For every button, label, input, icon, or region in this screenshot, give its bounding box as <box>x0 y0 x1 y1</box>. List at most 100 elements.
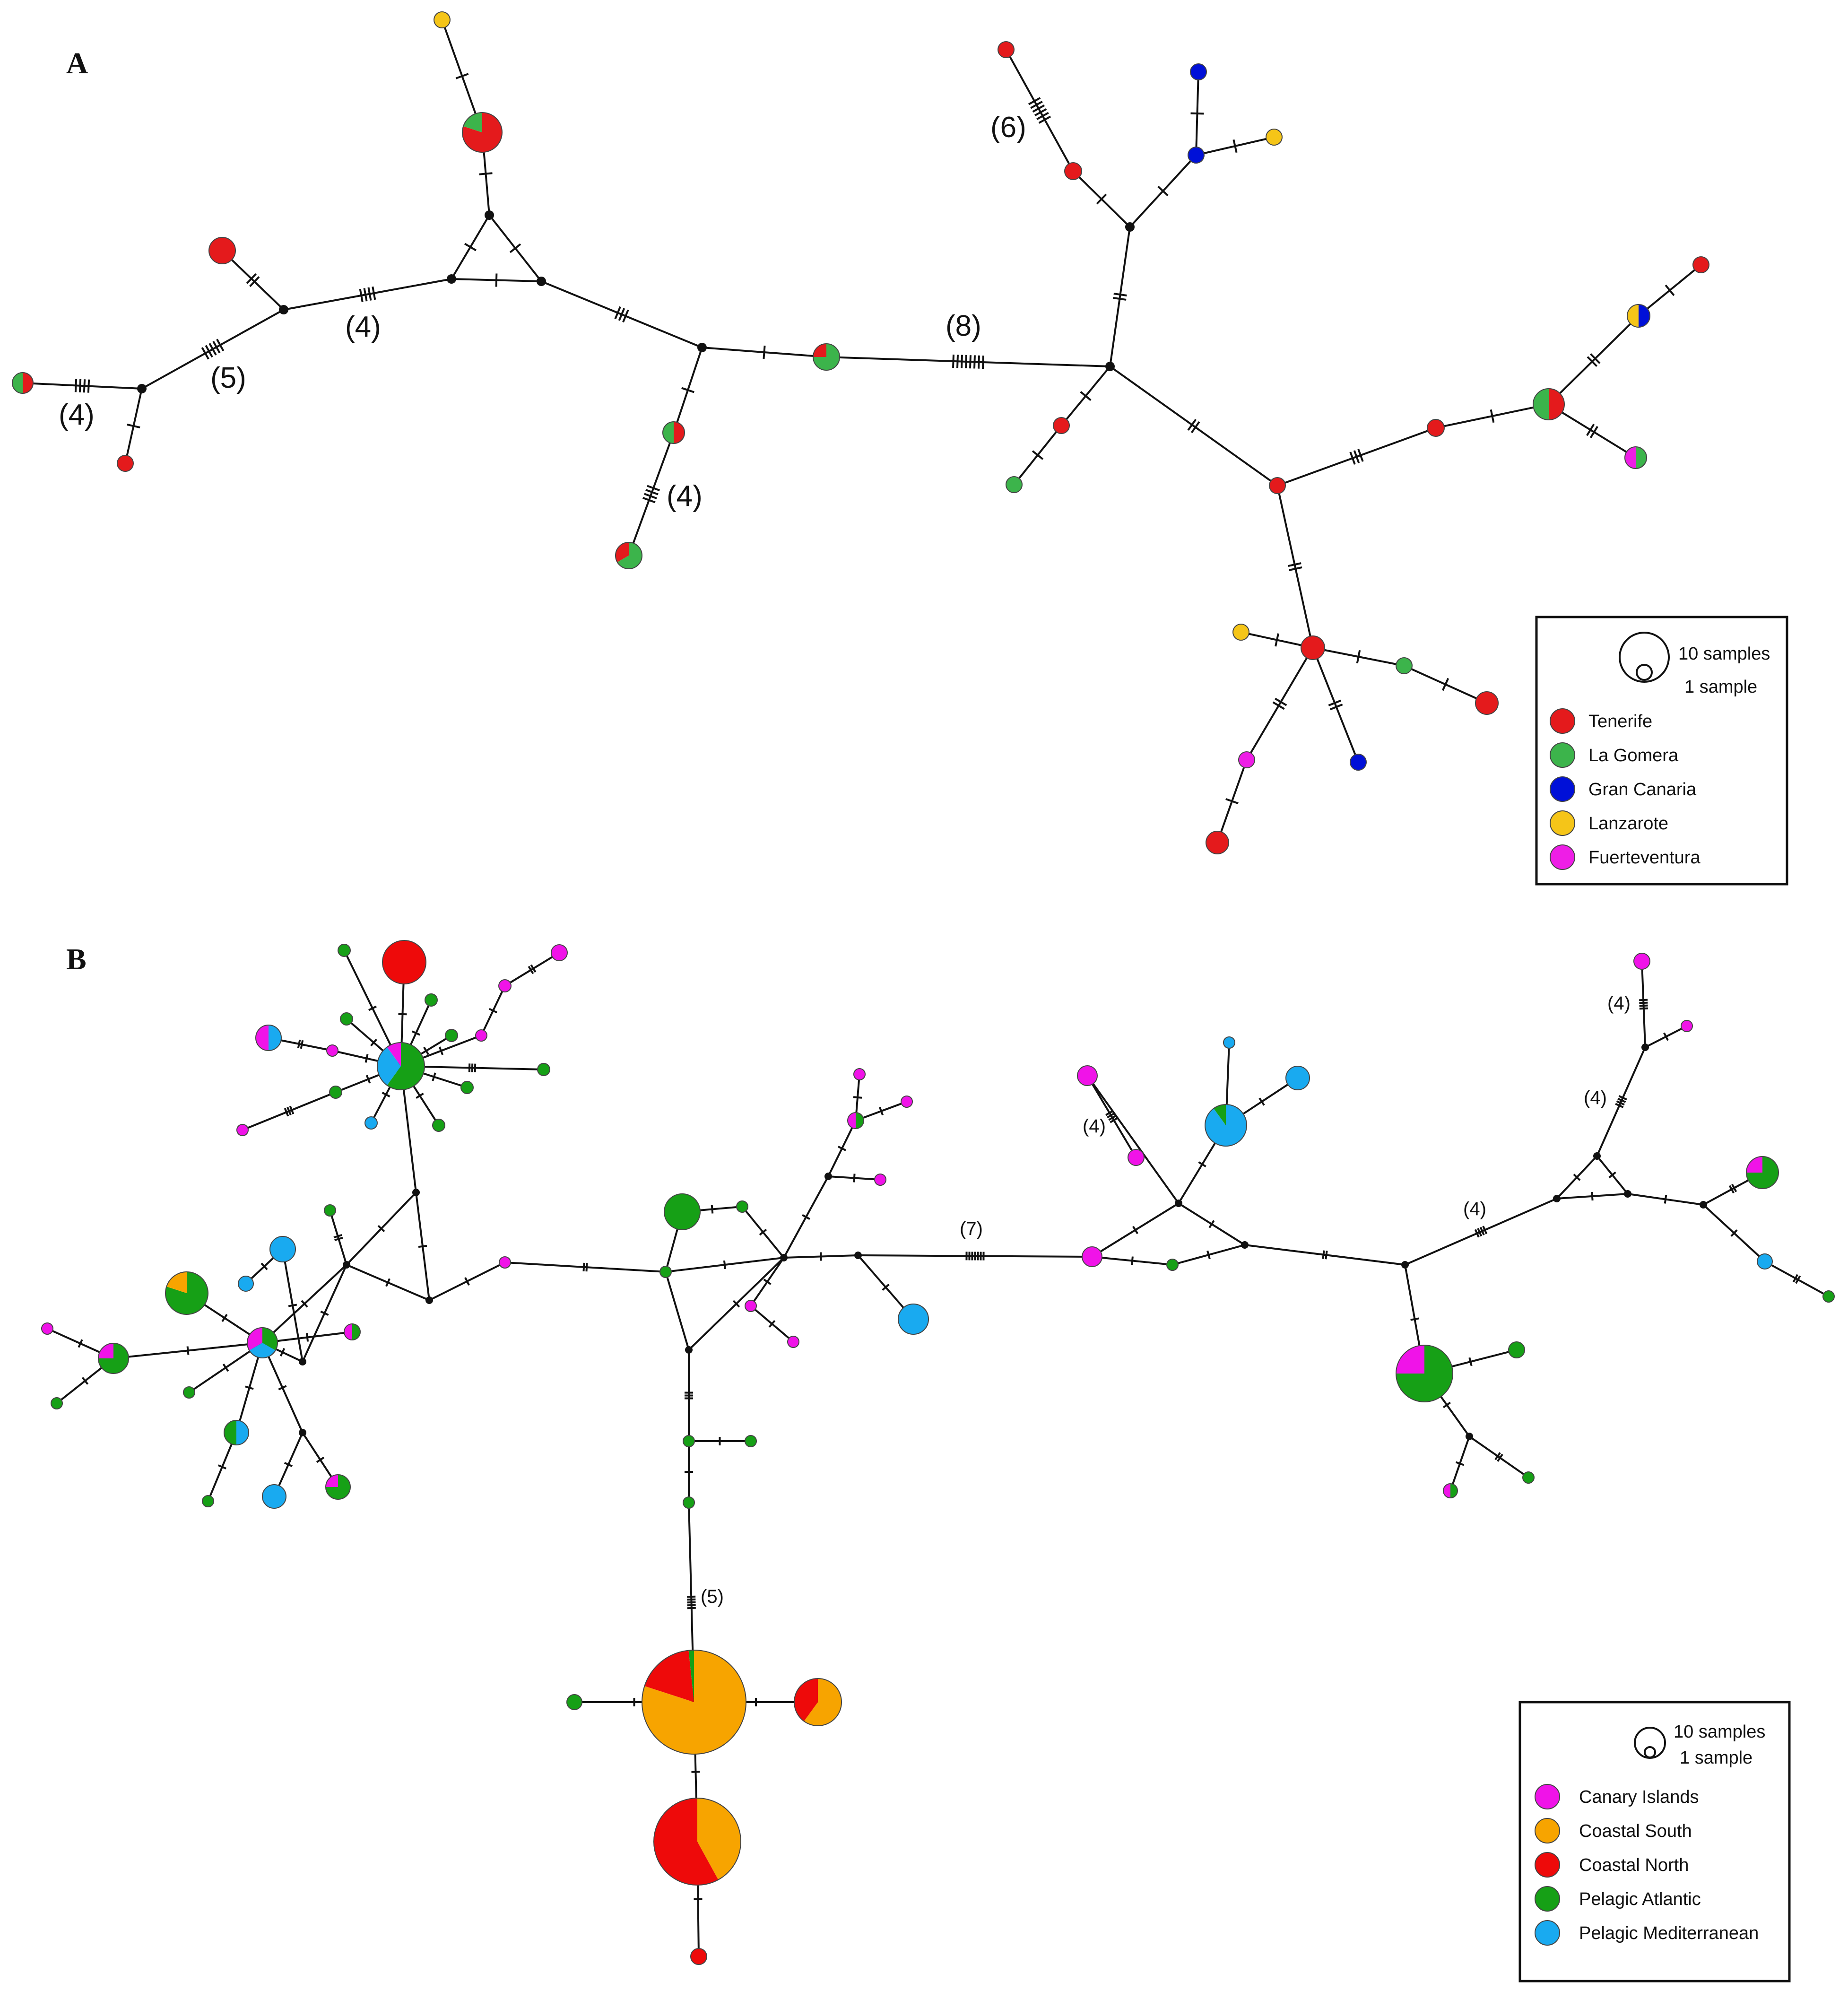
network-edge <box>1596 1047 1646 1157</box>
mutation-tick <box>368 1005 377 1011</box>
haplotype-node <box>1627 304 1650 328</box>
haplotype-node <box>1077 1065 1098 1086</box>
panel-b-label: B <box>66 942 87 976</box>
mutation-tick <box>1589 426 1598 438</box>
network-edge <box>504 952 560 987</box>
median-vector <box>447 274 456 284</box>
mutation-tick <box>763 345 766 359</box>
network-edge <box>22 382 142 390</box>
network-edge <box>1405 1198 1557 1266</box>
mutation-tick <box>1356 650 1361 664</box>
haplotype-node <box>499 1256 511 1269</box>
haplotype-pie-slice <box>663 422 674 443</box>
mutation-tick <box>301 1300 308 1308</box>
mutation-tick <box>1663 1032 1669 1041</box>
network-edge <box>628 432 675 556</box>
network-edge <box>1109 226 1131 367</box>
mutation-count-label: (7) <box>960 1218 983 1239</box>
mutation-tick <box>81 1377 89 1385</box>
haplotype-node <box>662 421 685 444</box>
haplotype-node <box>1190 63 1207 80</box>
mutation-tick <box>509 243 521 253</box>
mutation-tick <box>1157 186 1169 196</box>
mutation-tick <box>1038 115 1051 124</box>
haplotype-node <box>1822 1290 1835 1303</box>
haplotype-node <box>566 1694 582 1710</box>
median-vector <box>537 277 546 286</box>
haplotype-pie-slice <box>377 1047 401 1086</box>
haplotype-node <box>1396 657 1413 674</box>
mutation-tick <box>1617 1097 1626 1103</box>
legend-swatch <box>1550 742 1575 768</box>
size-key-10-label: 10 samples <box>1674 1722 1765 1742</box>
haplotype-node <box>344 1323 361 1340</box>
haplotype-pie-slice <box>794 1678 818 1722</box>
median-vector <box>299 1429 306 1436</box>
mutation-tick <box>1792 1274 1798 1283</box>
haplotype-node <box>117 455 134 472</box>
haplotype-pie-slice <box>462 113 503 152</box>
haplotype-node <box>1350 754 1367 771</box>
haplotype-node <box>847 1112 864 1129</box>
haplotype-node <box>1508 1341 1525 1358</box>
median-vector <box>1593 1152 1601 1160</box>
haplotype-node <box>1443 1483 1458 1498</box>
mutation-tick <box>372 286 376 300</box>
haplotype-node <box>1757 1253 1773 1270</box>
network-edge <box>283 278 452 311</box>
haplotype-node <box>901 1096 913 1108</box>
haplotype-pie-slice <box>1214 1104 1226 1125</box>
haplotype-node <box>183 1386 195 1399</box>
median-vector <box>824 1173 832 1180</box>
mutation-tick <box>289 1105 295 1114</box>
mutation-tick <box>647 485 660 492</box>
mutation-count-label: (4) <box>667 480 703 513</box>
mutation-tick <box>438 1046 444 1055</box>
mutation-tick <box>221 1313 228 1322</box>
mutation-tick <box>305 1333 309 1342</box>
haplotype-node <box>98 1343 129 1374</box>
mutation-tick <box>1589 353 1601 364</box>
haplotype-node <box>736 1200 748 1213</box>
mutation-tick <box>1190 112 1204 115</box>
mutation-tick <box>1107 1112 1115 1119</box>
mutation-tick <box>711 1205 714 1214</box>
mutation-tick <box>365 1075 371 1084</box>
haplotype-pie-slice <box>1636 447 1647 469</box>
mutation-tick <box>622 309 629 323</box>
haplotype-node <box>898 1304 929 1335</box>
mutation-tick <box>1329 704 1343 711</box>
legend-item-label: Coastal North <box>1579 1855 1689 1875</box>
mutation-tick <box>479 172 493 175</box>
mutation-tick <box>284 1108 289 1117</box>
mutation-count-label: (4) <box>1463 1199 1486 1219</box>
mutation-tick <box>582 1262 585 1271</box>
mutation-tick <box>969 355 972 369</box>
haplotype-node <box>1166 1259 1179 1271</box>
mutation-tick <box>297 1039 301 1049</box>
haplotype-pie-slice <box>1627 304 1639 327</box>
mutation-tick <box>1731 1183 1737 1192</box>
network-edge <box>1468 1435 1529 1478</box>
haplotype-node <box>551 944 568 961</box>
mutation-tick <box>1275 697 1287 706</box>
haplotype-node <box>475 1029 487 1042</box>
mutation-count-label: (4) <box>345 311 381 343</box>
median-vector <box>685 1346 693 1354</box>
mutation-tick <box>1664 1195 1667 1204</box>
haplotype-pie-slice <box>654 1798 719 1885</box>
network-b-mutation-ticks <box>78 964 1801 1900</box>
mutation-tick <box>1410 1317 1419 1321</box>
mutation-tick <box>1608 1171 1616 1179</box>
mutation-tick <box>1474 1229 1480 1238</box>
median-vector <box>1401 1261 1409 1269</box>
mutation-tick <box>1443 1401 1451 1409</box>
mutation-tick <box>333 1234 342 1239</box>
haplotype-pie-slice <box>269 1025 281 1051</box>
mutation-tick <box>802 1214 810 1220</box>
haplotype-pie-slice <box>1450 1484 1458 1498</box>
median-vector <box>1175 1200 1182 1207</box>
legend-item-label: Fuerteventura <box>1588 848 1701 868</box>
haplotype-node <box>813 343 840 371</box>
